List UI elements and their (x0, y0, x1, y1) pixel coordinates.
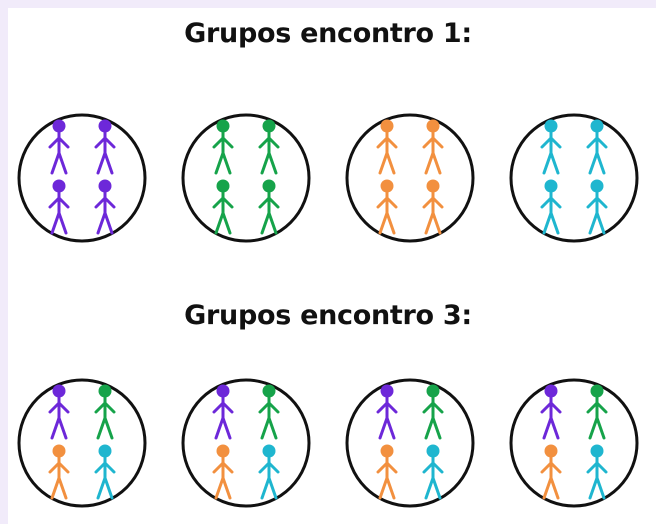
person-icon (422, 384, 444, 440)
person-icon (258, 444, 280, 500)
group-circle-1-2 (181, 113, 311, 243)
person-icon (48, 119, 70, 175)
person-icon (94, 444, 116, 500)
group-circle-1-1 (17, 113, 147, 243)
group-circle-1-3 (345, 113, 475, 243)
person-icon (258, 179, 280, 235)
person-icon (586, 384, 608, 440)
person-icon (540, 444, 562, 500)
person-icon (258, 119, 280, 175)
person-icon (212, 119, 234, 175)
person-icon (586, 179, 608, 235)
person-icon (422, 444, 444, 500)
person-icon (586, 444, 608, 500)
person-icon (376, 444, 398, 500)
person-icon (212, 179, 234, 235)
group-circle-2-4 (509, 378, 639, 508)
group-circle-1-4 (509, 113, 639, 243)
title-meeting-3: Grupos encontro 3: (184, 300, 472, 331)
person-icon (48, 444, 70, 500)
person-icon (540, 119, 562, 175)
person-icon (376, 119, 398, 175)
person-icon (94, 179, 116, 235)
person-icon (48, 179, 70, 235)
person-icon (212, 384, 234, 440)
person-icon (376, 384, 398, 440)
person-icon (212, 444, 234, 500)
person-icon (540, 384, 562, 440)
person-icon (258, 384, 280, 440)
group-circle-2-2 (181, 378, 311, 508)
person-icon (48, 384, 70, 440)
group-circle-2-3 (345, 378, 475, 508)
person-icon (422, 119, 444, 175)
person-icon (540, 179, 562, 235)
title-meeting-1: Grupos encontro 1: (184, 18, 472, 49)
group-circle-2-1 (17, 378, 147, 508)
person-icon (422, 179, 444, 235)
person-icon (376, 179, 398, 235)
person-icon (586, 119, 608, 175)
person-icon (94, 119, 116, 175)
person-icon (94, 384, 116, 440)
